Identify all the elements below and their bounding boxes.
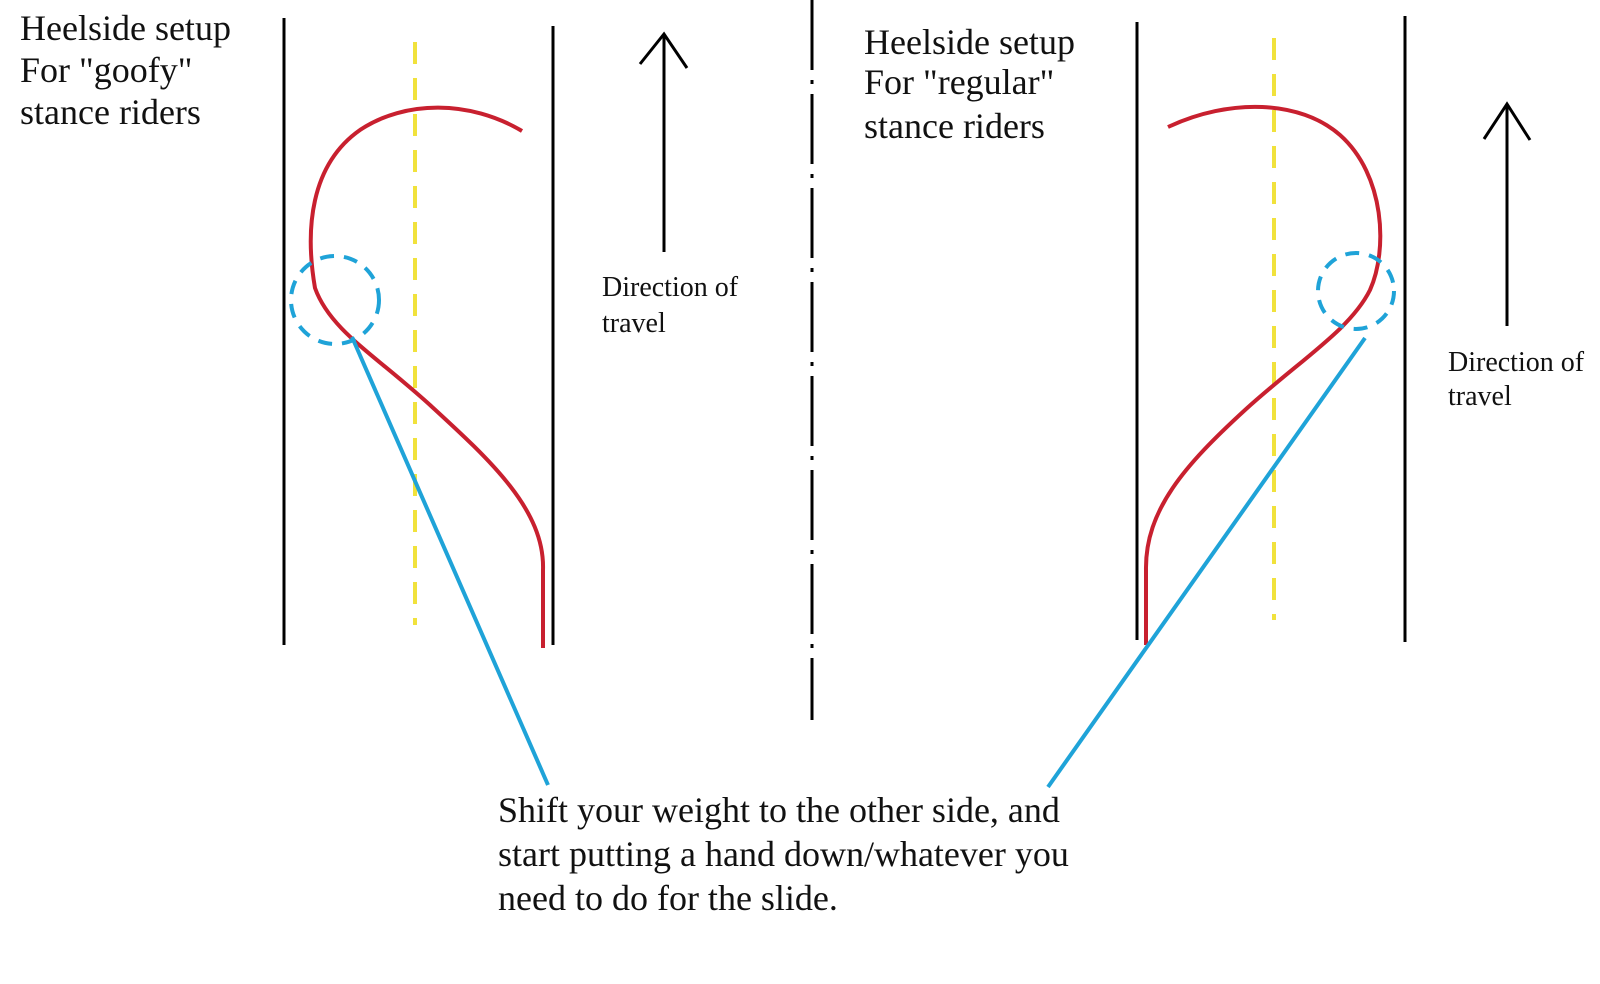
right-title: Heelside setup For "regular" stance ride… xyxy=(864,22,1084,146)
left-title-line-3: stance riders xyxy=(20,92,201,132)
right-direction-arrow-icon xyxy=(1482,101,1532,326)
left-panel: Heelside setup For "goofy" stance riders… xyxy=(20,8,745,786)
right-title-line-2: For "regular" xyxy=(864,62,1054,102)
left-direction-label: Direction of travel xyxy=(602,272,745,339)
right-riding-path xyxy=(1143,104,1383,645)
left-callout-line xyxy=(350,336,550,786)
left-direction-line-2: travel xyxy=(602,308,666,339)
right-title-line-3: stance riders xyxy=(864,106,1045,146)
right-direction-line-2: travel xyxy=(1448,381,1512,412)
left-highlight-circle xyxy=(289,254,381,346)
right-callout-line xyxy=(1046,336,1367,789)
left-title: Heelside setup For "goofy" stance riders xyxy=(20,8,240,132)
left-riding-path xyxy=(308,105,546,648)
right-direction-label: Direction of travel xyxy=(1448,347,1591,412)
instruction-caption: Shift your weight to the other side, and… xyxy=(498,790,1078,918)
right-title-line-1: Heelside setup xyxy=(864,22,1075,62)
left-direction-line-1: Direction of xyxy=(602,272,739,303)
caption-line-1: Shift your weight to the other side, and xyxy=(498,790,1060,830)
right-panel: Heelside setup For "regular" stance ride… xyxy=(864,16,1591,789)
left-title-line-2: For "goofy" xyxy=(20,50,192,90)
right-highlight-circle xyxy=(1316,251,1396,331)
caption-line-2: start putting a hand down/whatever you xyxy=(498,834,1069,874)
caption-line-3: need to do for the slide. xyxy=(498,878,838,918)
right-direction-line-1: Direction of xyxy=(1448,347,1585,378)
left-title-line-1: Heelside setup xyxy=(20,8,231,48)
left-direction-arrow-icon xyxy=(638,31,689,252)
